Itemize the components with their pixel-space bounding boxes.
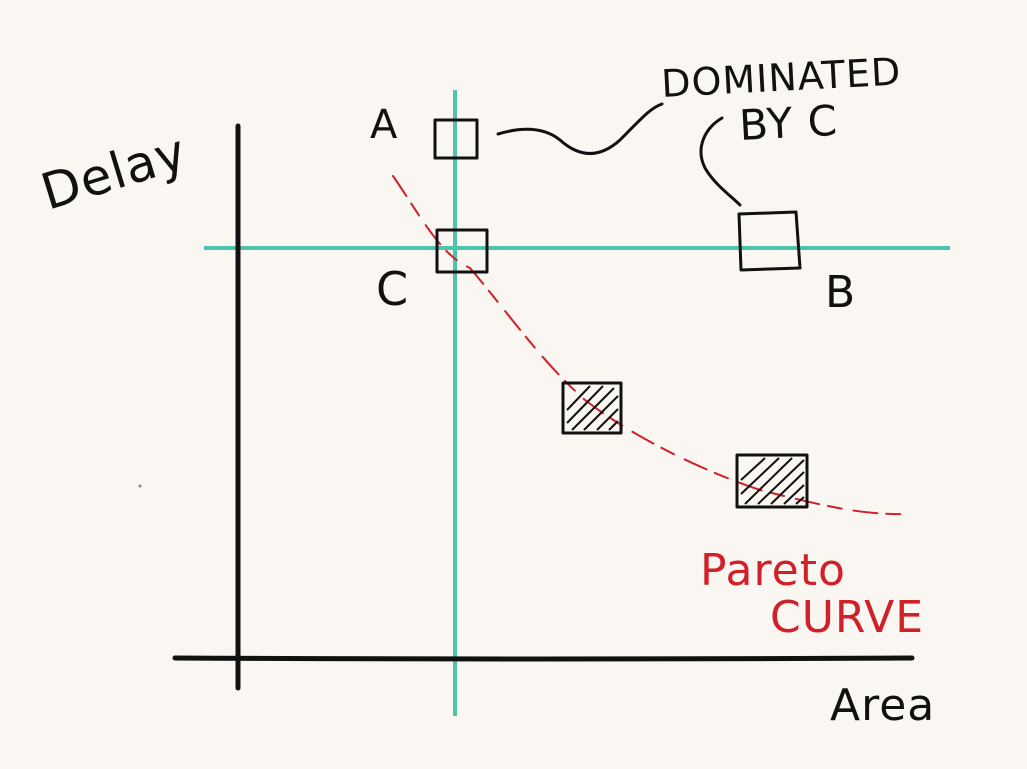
point-a-marker	[433, 118, 479, 160]
pareto-point-marker	[561, 381, 623, 435]
y-axis	[235, 123, 241, 691]
y-axis-label: Delay	[35, 123, 194, 222]
x-axis-label: Area	[830, 680, 935, 731]
point-c-marker	[435, 228, 489, 274]
dominated-leader-to-a	[496, 102, 664, 155]
point-a-label: A	[370, 102, 398, 148]
pareto-annotation-line2: CURVE	[770, 592, 924, 643]
dominated-annotation-line2: BY C	[738, 96, 839, 150]
pareto-annotation-line1: Pareto	[700, 545, 846, 596]
ink-dot	[138, 484, 142, 488]
point-c-label: C	[376, 262, 409, 316]
x-axis	[172, 655, 915, 662]
dominated-annotation-line1: DOMINATED	[660, 49, 902, 106]
point-b-label: B	[825, 267, 856, 318]
point-b-marker	[737, 210, 802, 272]
dominated-leader-to-b	[699, 116, 742, 207]
pareto-curve	[392, 175, 906, 516]
pareto-point-marker	[735, 453, 809, 509]
